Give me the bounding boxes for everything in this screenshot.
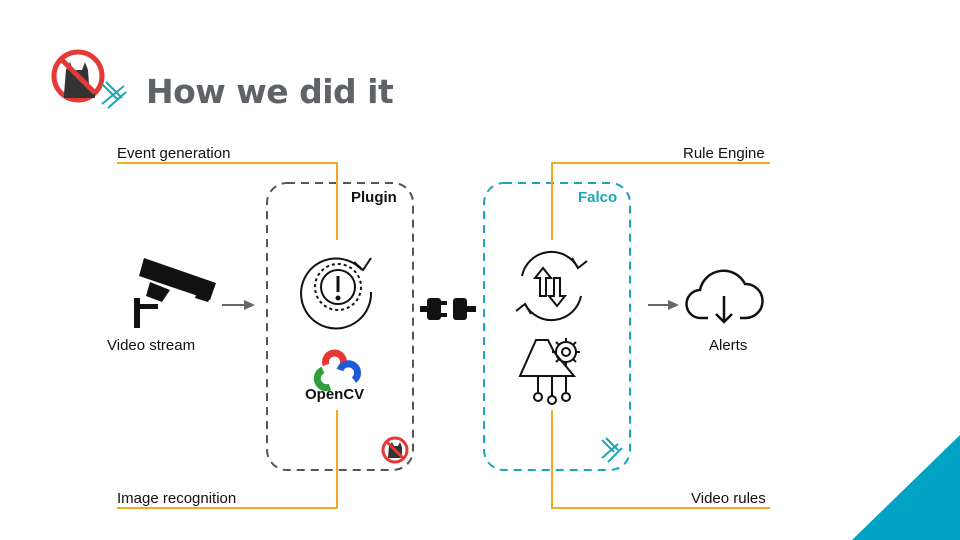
plugin-box-label: Plugin [351,189,397,206]
opencv-logo-icon [313,349,361,392]
falco-box [483,182,631,471]
rule-engine-label: Rule Engine [683,145,765,162]
sync-arrows-icon [515,250,588,322]
falco-mark-icon [601,437,623,463]
arrow-right-icon [222,300,255,310]
event-generation-line [117,162,338,240]
plugin-box [266,182,414,471]
opencv-label: OpenCV [305,386,365,403]
no-cat-icon [381,436,409,464]
page-title: How we did it [146,72,394,111]
no-cat-icon [51,49,105,103]
image-recognition-label: Image recognition [117,490,237,507]
video-rules-line [551,410,770,509]
image-recognition-line [117,410,338,509]
video-stream-label: Video stream [107,337,196,354]
falco-mark-icon [101,81,127,109]
alerts-label: Alerts [709,337,748,354]
event-generation-label: Event generation [117,145,231,162]
event-refresh-alert-icon [300,257,373,330]
gear-rules-icon [518,338,580,405]
arrow-right-icon [648,300,679,310]
corner-accent [852,435,960,540]
cctv-camera-icon [134,258,216,328]
cloud-download-icon [685,269,764,324]
plug-connector-icon [420,298,476,320]
video-rules-label: Video rules [691,490,766,507]
falco-box-label: Falco [578,189,618,206]
rule-engine-line [551,162,770,240]
